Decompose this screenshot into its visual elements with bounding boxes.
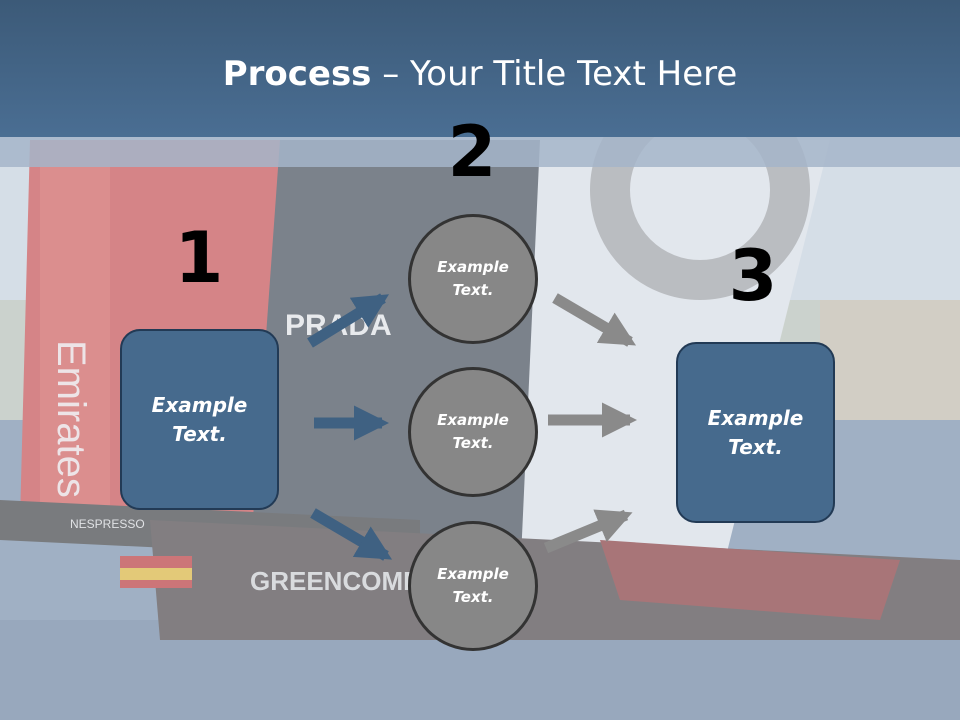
title-rest: – Your Title Text Here	[371, 54, 738, 94]
circle-bottom-line1: Example	[437, 565, 509, 583]
title-bold: Process	[222, 54, 372, 94]
step-3-label-line2: Text.	[728, 434, 783, 459]
blue-arrow-down-icon	[310, 508, 393, 561]
blue-arrow-up-icon	[307, 293, 389, 348]
step-1-label-line1: Example	[151, 392, 248, 417]
title-bar-band	[0, 137, 960, 167]
slide-title[interactable]: Process – Your Title Text Here	[0, 52, 960, 96]
grey-arrow-down-icon	[552, 293, 637, 347]
step-number-3[interactable]: 3	[728, 235, 778, 317]
circle-top-line2: Text.	[452, 281, 494, 299]
photo-text-greencomm: GREENCOMM	[250, 566, 425, 596]
circle-bottom-line2: Text.	[452, 588, 494, 606]
photo-text-emirates: Emirates	[49, 340, 93, 498]
circle-top-line1: Example	[437, 258, 509, 276]
circle-middle-line2: Text.	[452, 434, 494, 452]
circle-middle-line1: Example	[437, 411, 509, 429]
step-3-label-line1: Example	[707, 405, 804, 430]
grey-arrow-up-icon	[543, 509, 633, 554]
step-number-2[interactable]: 2	[447, 111, 497, 193]
title-bar	[0, 0, 960, 137]
photo-text-nespresso: NESPRESSO	[70, 517, 145, 531]
step-1-label-line2: Text.	[172, 421, 227, 446]
step-number-1[interactable]: 1	[174, 217, 224, 299]
